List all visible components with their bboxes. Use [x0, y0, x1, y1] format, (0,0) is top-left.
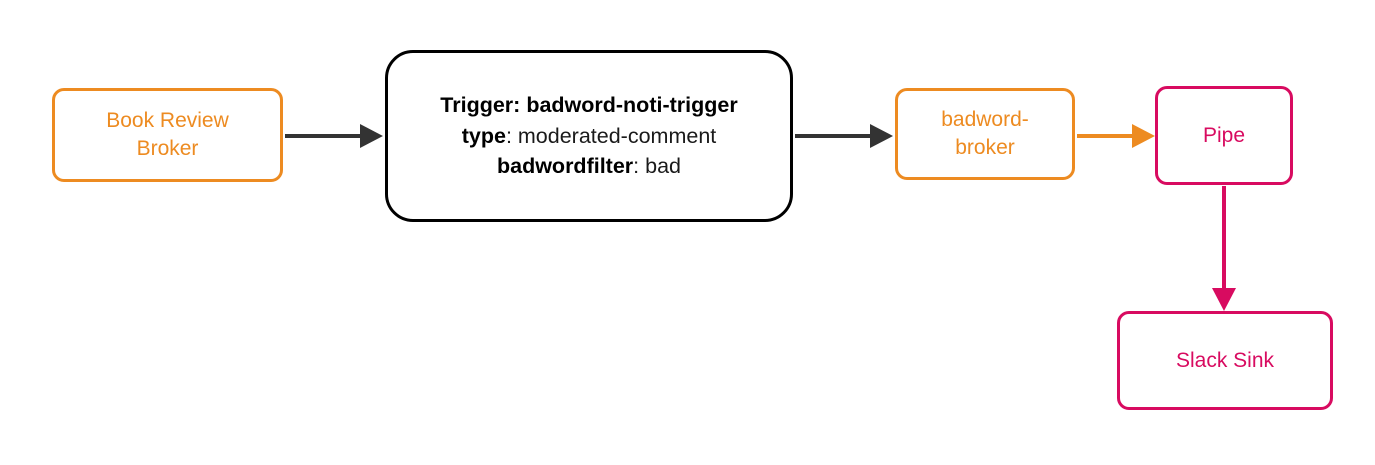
trigger-line-1: Trigger: badword-noti-trigger: [440, 90, 737, 121]
node-book-review-broker-label: Book Review Broker: [106, 109, 229, 160]
node-slack-sink[interactable]: Slack Sink: [1117, 311, 1333, 410]
node-badword-broker[interactable]: badword- broker: [895, 88, 1075, 180]
edge-badword-broker-to-pipe: [1077, 124, 1155, 148]
trigger-line-3-value: : bad: [633, 154, 681, 179]
trigger-line-2-value: : moderated-comment: [505, 123, 717, 148]
edge-trigger-to-badword-broker: [795, 124, 893, 148]
trigger-line-2: type: moderated-comment: [440, 121, 737, 152]
trigger-line-3: badwordfilter: bad: [440, 151, 737, 182]
node-book-review-broker[interactable]: Book Review Broker: [52, 88, 283, 182]
node-badword-broker-label: badword- broker: [941, 108, 1029, 159]
node-trigger-label: Trigger: badword-noti-trigger type: mode…: [424, 90, 753, 182]
edge-pipe-to-slack-sink: [1212, 186, 1236, 311]
trigger-line-1-value: badword-noti-trigger: [526, 93, 738, 118]
node-slack-sink-label: Slack Sink: [1175, 348, 1275, 372]
node-pipe-label: Pipe: [1202, 123, 1246, 147]
trigger-line-2-key: type: [461, 123, 506, 148]
node-pipe[interactable]: Pipe: [1155, 86, 1293, 185]
edge-book-review-broker-to-trigger: [285, 124, 383, 148]
trigger-line-1-key: Trigger:: [440, 93, 521, 118]
trigger-line-3-key: badwordfilter: [496, 154, 634, 179]
node-trigger[interactable]: Trigger: badword-noti-trigger type: mode…: [385, 50, 793, 222]
